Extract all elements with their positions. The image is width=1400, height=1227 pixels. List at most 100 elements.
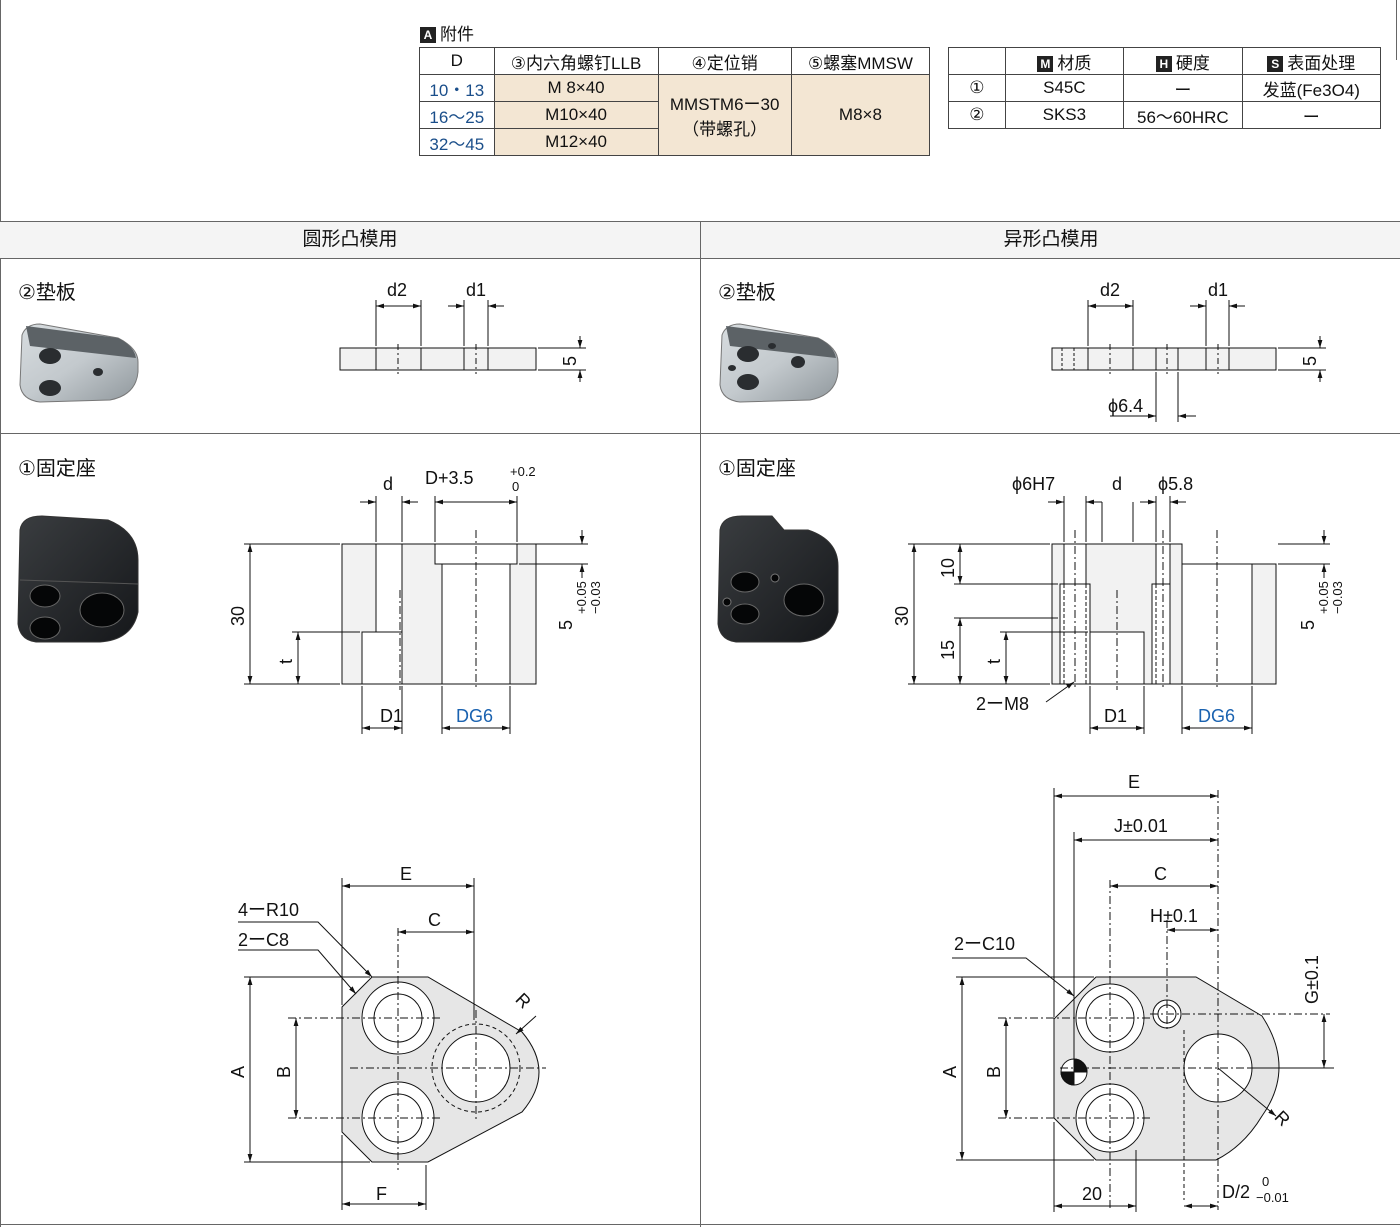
dim-tol-zero: 0 [512, 479, 519, 494]
photo-plate-round [19, 323, 139, 403]
dim-phi6h7: ϕ6H7 [1012, 474, 1055, 494]
dim-d2-left: d2 [387, 280, 407, 300]
dim-d2-right: d2 [1100, 280, 1120, 300]
dim-DG6-left: DG6 [456, 706, 493, 726]
row-hardness: ー [1123, 74, 1243, 102]
dim-R-left: R [512, 989, 535, 1012]
col-header-d: D [419, 47, 495, 75]
accessories-title-text: 附件 [440, 25, 474, 44]
photo-retainer-shaped [717, 515, 839, 643]
dim-A-right: A [940, 1066, 960, 1078]
dim-tol-003-right: −0.03 [1330, 581, 1345, 614]
plug-cell: M8×8 [790, 74, 931, 156]
dim-t-left: t [276, 659, 296, 664]
label-backing-plate-left: ②垫板 [18, 282, 76, 304]
dim-d-right: d [1112, 474, 1122, 494]
dim-D1-left: D1 [380, 706, 403, 726]
dim-D-half-tol0: 0 [1262, 1174, 1269, 1189]
dim-F: F [376, 1184, 387, 1204]
table-row: 32〜45 M12×40 [419, 128, 930, 156]
dim-E-right: E [1128, 772, 1140, 792]
dim-10: 10 [938, 558, 958, 578]
dim-5-left: 5 [560, 356, 580, 366]
frame-left-border [0, 0, 1, 1227]
column-divider [700, 258, 701, 1227]
left-retainer-side-view [244, 496, 588, 734]
accessories-badge: A [420, 27, 436, 43]
left-plate-side-view [339, 300, 586, 382]
dim-D-half-tol: −0.01 [1256, 1190, 1289, 1205]
dim-B-left: B [274, 1066, 294, 1078]
frame-right-tick [1396, 0, 1397, 60]
dim-2c8: 2ーC8 [238, 930, 289, 950]
right-retainer-top-view [952, 788, 1334, 1212]
row-material: S45C [1004, 74, 1125, 102]
section-header-shaped: 异形凸模用 [700, 221, 1400, 259]
bottom-border [0, 1224, 1400, 1225]
dim-2m8: 2ーM8 [976, 694, 1029, 714]
row-d: 16〜25 [419, 101, 495, 129]
photo-retainer-round [17, 515, 139, 643]
photo-plate-shaped [719, 323, 839, 403]
dim-30-right: 30 [892, 606, 912, 626]
dim-H: H±0.1 [1150, 906, 1198, 926]
label-retainer-left: ①固定座 [18, 458, 96, 480]
dim-d-plus: D+3.5 [425, 468, 474, 488]
dim-G: G±0.1 [1302, 955, 1322, 1004]
dim-15: 15 [938, 640, 958, 660]
right-retainer-side-view [908, 496, 1330, 734]
dim-d1-left: d1 [466, 280, 486, 300]
dim-tol-003-left: −0.03 [588, 581, 603, 614]
dim-phi58: ϕ5.8 [1158, 474, 1193, 494]
dim-5tol-right: 5 [1298, 620, 1318, 630]
row-surface: ー [1241, 101, 1382, 129]
dim-phi64: ϕ6.4 [1108, 396, 1143, 416]
dim-2c10: 2ーC10 [954, 934, 1015, 954]
pin-line2: （带螺孔） [682, 120, 768, 139]
row-screw: M12×40 [493, 128, 659, 156]
dim-d-left: d [383, 474, 393, 494]
dim-C-left: C [428, 910, 441, 930]
row-material: SKS3 [1004, 101, 1125, 129]
dim-tol-plus02: +0.2 [510, 464, 536, 479]
dim-D-half: D/2 [1222, 1182, 1250, 1202]
col-header-pin: ④定位销 [657, 47, 792, 75]
label-retainer-right: ①固定座 [718, 458, 796, 480]
accessories-table: D ③内六角螺钉LLB ④定位销 ⑤螺塞MMSW 10・13 M 8×40 MM… [419, 47, 931, 156]
dim-4r10: 4ーR10 [238, 900, 299, 920]
dim-B-right: B [984, 1066, 1004, 1078]
row-no: ② [948, 101, 1006, 129]
section-header-round: 圆形凸模用 [0, 221, 700, 259]
dim-R-right: R [1271, 1107, 1294, 1130]
dim-tol-005-right: +0.05 [1316, 581, 1331, 614]
row-d: 32〜45 [419, 128, 495, 156]
dim-DG6-right: DG6 [1198, 706, 1235, 726]
col-header-plug: ⑤螺塞MMSW [790, 47, 931, 75]
dim-D1-right: D1 [1104, 706, 1127, 726]
dim-30-left: 30 [228, 606, 248, 626]
dim-E-left: E [400, 864, 412, 884]
dim-tol-005-left: +0.05 [574, 581, 589, 614]
table-row: ② SKS3 56〜60HRC ー [948, 101, 1382, 129]
mat-header-blank [948, 47, 1006, 75]
table-row: ① S45C ー 发蓝(Fe3O4) [948, 74, 1382, 102]
label-backing-plate-right: ②垫板 [718, 282, 776, 304]
dim-5-right: 5 [1300, 356, 1320, 366]
dim-d1-right: d1 [1208, 280, 1228, 300]
pin-cell: MMSTM6ー30 （带螺孔） [657, 74, 792, 156]
dim-A-left: A [228, 1066, 248, 1078]
row-d: 10・13 [419, 74, 495, 102]
dim-5tol-left: 5 [556, 620, 576, 630]
pin-line1: MMSTM6ー30 [669, 95, 780, 114]
col-header-screw: ③内六角螺钉LLB [493, 47, 659, 75]
dim-t-right: t [984, 659, 1004, 664]
dim-C-right: C [1154, 864, 1167, 884]
left-retainer-top-view [238, 878, 546, 1210]
table-row: 10・13 M 8×40 MMSTM6ー30 （带螺孔） M8×8 [419, 74, 931, 156]
dim-20: 20 [1082, 1184, 1102, 1204]
dim-J: J±0.01 [1114, 816, 1168, 836]
